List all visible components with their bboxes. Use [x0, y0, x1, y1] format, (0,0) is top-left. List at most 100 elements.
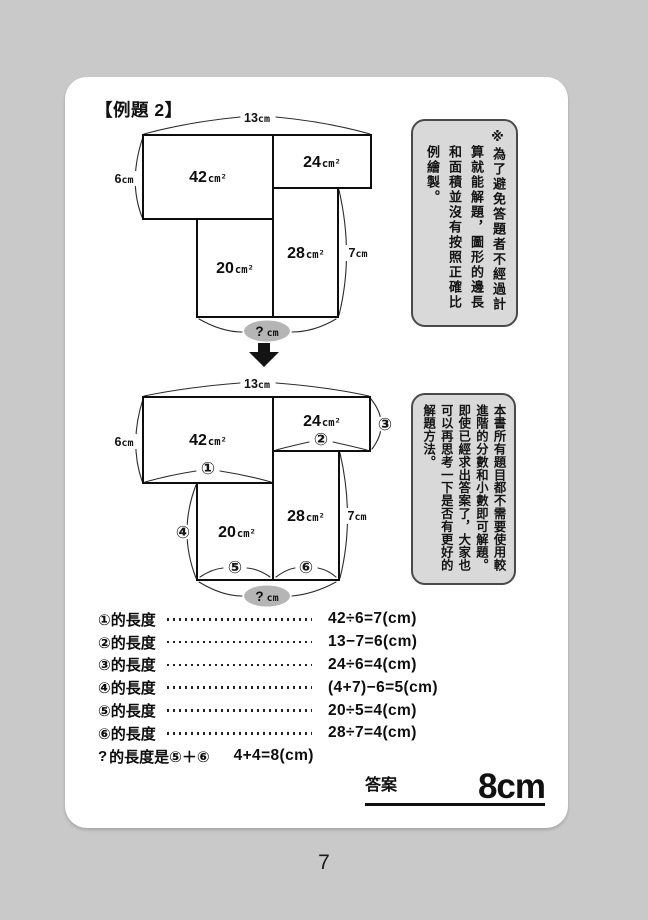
dotted-leader [167, 663, 312, 667]
page-title: 【例題 2】 [95, 100, 183, 120]
value: 28 [287, 245, 305, 262]
diagram-original: 13cm 6cm 7cm 42cm² 24cm² 20cm² 28cm² ?cm [108, 111, 374, 342]
solution-row-5: ⑤的長度 20÷5=4(cm) [98, 699, 498, 722]
mark-2: ② [314, 430, 328, 450]
solution-row-label: ②的長度 [98, 634, 156, 652]
value: 42 [189, 432, 207, 449]
mark-bg [297, 558, 315, 576]
area-label-20: 20cm² [218, 524, 256, 541]
solution-row-3: ③的長度 24÷6=4(cm) [98, 654, 498, 677]
unit: cm [258, 380, 270, 391]
note-column: 和面積並沒有按照正確比 [447, 145, 462, 310]
down-arrow-icon [249, 343, 279, 367]
arc-mark2-left [275, 441, 310, 451]
solution-row-expression: (4+7)−6=5(cm) [328, 678, 438, 696]
area-label-28: 28cm² [287, 508, 325, 525]
note-column: 進階的分數和小數即可解題。 [474, 404, 489, 572]
area-label-20: 20cm² [216, 260, 254, 277]
answer-value: 8cm [477, 766, 546, 806]
unit: cm² [237, 528, 256, 540]
area-label-28: 28cm² [287, 245, 325, 262]
arrow-shape [249, 343, 279, 367]
solution-row-label: ⑤的長度 [98, 703, 156, 721]
value: 13 [244, 111, 258, 125]
unit: cm² [208, 173, 227, 185]
unit: cm² [322, 158, 341, 170]
question-mark: ? [98, 747, 108, 765]
unit: cm [354, 512, 366, 523]
answer-block: 答案 8cm [365, 759, 546, 806]
area-label-24: 24cm² [303, 154, 341, 171]
unit: cm² [306, 249, 325, 261]
solution-row-6: ⑥的長度 28÷7=4(cm) [98, 722, 498, 745]
solution-row-expression: 24÷6=4(cm) [328, 655, 417, 673]
note-column: 例繪製。 [425, 145, 440, 205]
arc-mark5-left [199, 567, 224, 578]
arc-mark5-right [246, 567, 271, 578]
mark-6: ⑥ [299, 558, 313, 578]
area-label-42: 42cm² [189, 169, 227, 186]
diagram-annotated: 13cm 6cm 7cm 42cm² 24cm² 20cm² 28cm² ① ②… [108, 377, 394, 607]
unit: cm² [208, 436, 227, 448]
top-width-label: 13cm [244, 111, 270, 125]
unit: cm² [322, 417, 341, 429]
value: 20 [218, 524, 236, 541]
circled-marks: ① ② ③ ④ ⑤ ⑥ [174, 415, 394, 578]
unit: cm [121, 175, 133, 186]
unknown-length-label: ? cm [255, 589, 278, 604]
arc-bottom-right [291, 318, 337, 333]
unit: cm [121, 438, 133, 449]
note-box-hint: 本書所有題目都不需要使用較 進階的分數和小數即可解題。 即使已經求出答案了，大家… [411, 393, 516, 585]
left-height-label: 6cm [115, 172, 134, 186]
arc-top-left [143, 382, 241, 397]
note-column: ※為了避免答題者不經過計 [491, 130, 506, 312]
question-mark: ? [255, 589, 263, 604]
dotted-leader [167, 618, 312, 621]
unit: cm [355, 249, 367, 260]
dotted-leader [167, 686, 312, 690]
unit: cm [258, 114, 270, 125]
dotted-leader [167, 640, 312, 644]
unit: cm [267, 328, 279, 339]
value: 7 [348, 509, 355, 523]
right-height-label: 7cm [348, 509, 367, 523]
mark-bg [174, 523, 192, 541]
mark-1: ① [201, 459, 215, 479]
area-label-42: 42cm² [189, 432, 227, 449]
vertical-text: ※為了避免答題者不經過計 算就能解題，圖形的邊長 和面積並沒有按照正確比 例繪製… [420, 130, 509, 316]
rect-20 [196, 218, 274, 318]
arc-bottom-left [198, 581, 243, 597]
solution-row-expression: 20÷5=4(cm) [328, 701, 417, 719]
solution-final-row: ? 的長度是⑤＋⑥ 4+4=8(cm) [98, 745, 498, 768]
solution-final-expression: 4+4=8(cm) [233, 747, 314, 765]
label-mask [108, 171, 140, 186]
answer-label: 答案 [365, 777, 398, 794]
solution-row-expression: 13−7=6(cm) [328, 633, 418, 651]
value: 20 [216, 260, 234, 277]
arc-bottom-left [198, 318, 243, 333]
value: 28 [287, 508, 305, 525]
solution-row-expression: 42÷6=7(cm) [328, 610, 417, 628]
mark-5: ⑤ [228, 558, 242, 578]
value: 7 [349, 246, 356, 260]
solution-row-2: ②的長度 13−7=6(cm) [98, 631, 498, 654]
arc-mark2-right [332, 441, 368, 451]
note-column: 可以再思考一下是否有更好的 [439, 404, 454, 572]
note-column: 算就能解題，圖形的邊長 [469, 145, 484, 310]
unit: cm² [306, 512, 325, 524]
unit: cm [267, 593, 279, 604]
arc-mark1-right [219, 470, 272, 483]
arc-mark1-left [144, 470, 197, 483]
value: 6 [115, 435, 122, 449]
note-column: 解題方法。 [421, 404, 436, 469]
vertical-text: 本書所有題目都不需要使用較 進階的分數和小數即可解題。 即使已經求出答案了，大家… [420, 404, 507, 574]
solution-list: ①的長度 42÷6=7(cm) ②的長度 13−7=6(cm) ③的長度 24÷… [98, 608, 498, 768]
note-column: 本書所有題目都不需要使用較 [492, 404, 506, 572]
solution-row-label: ⑥的長度 [98, 725, 156, 743]
area-label-24: 24cm² [303, 413, 341, 430]
value: 6 [115, 172, 122, 186]
worksheet-card: 【例題 2】 13cm 6cm 7cm 42cm² 24cm² 20cm² 28… [65, 77, 568, 828]
rect-24 [272, 134, 372, 189]
arc-mark6-left [275, 567, 296, 578]
unknown-length-ellipse [244, 585, 290, 607]
